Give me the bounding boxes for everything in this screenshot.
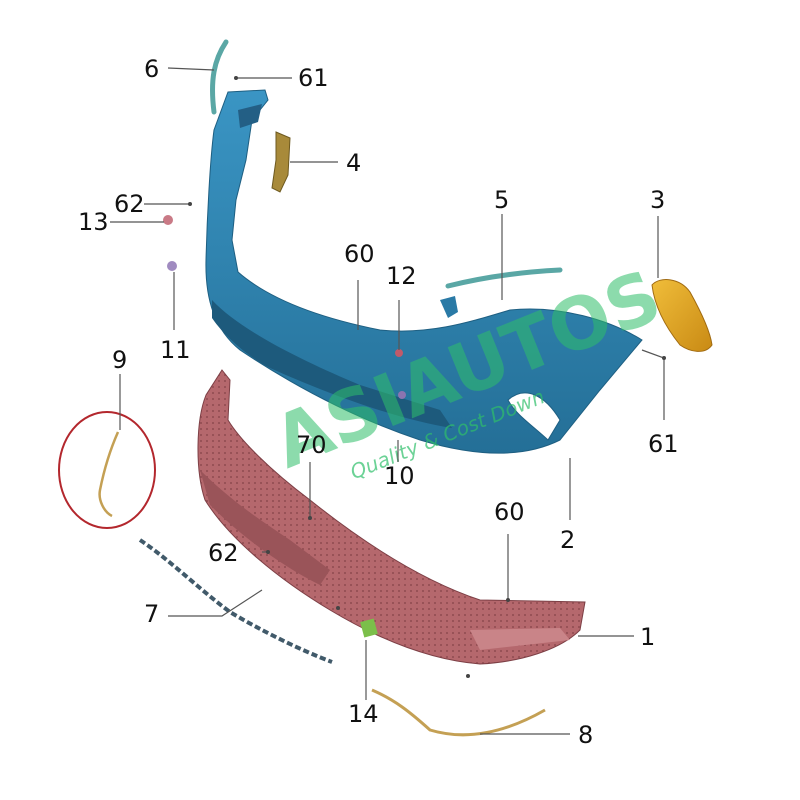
callout-62-upper: 62 [114,190,145,218]
callout-7: 7 [144,600,159,628]
clip-part-14 [360,618,378,638]
harness-part-9 [98,431,120,518]
upper-bumper-cover [205,89,643,454]
trim-strip-part-6 [210,39,229,115]
fastener-part-12 [395,349,403,357]
callout-labels: 1 2 3 4 5 6 7 8 9 10 11 12 13 14 60 60 6… [78,55,679,749]
trim-strip-part-5 [445,267,563,289]
fastener-part-11 [167,261,177,271]
callout-14: 14 [348,700,379,728]
callout-8: 8 [578,721,593,749]
callout-60-upper: 60 [344,240,375,268]
harness-part-8 [371,688,546,737]
fastener-part-10 [398,391,406,399]
leader-lines [110,67,665,735]
callout-3: 3 [650,186,665,214]
callout-9: 9 [112,346,127,374]
callout-4: 4 [346,149,361,177]
fastener-part-13 [163,215,173,225]
callout-60-lower: 60 [494,498,525,526]
callout-70: 70 [296,431,327,459]
callout-12: 12 [386,262,417,290]
callout-6: 6 [144,55,159,83]
leader-dots [188,76,666,678]
callout-13: 13 [78,208,109,236]
callout-61-right: 61 [648,430,679,458]
callout-10: 10 [384,462,415,490]
callout-5: 5 [494,186,509,214]
callout-1: 1 [640,623,655,651]
callout-61-upper: 61 [298,64,329,92]
callout-2: 2 [560,526,575,554]
bracket-part-3 [651,279,713,352]
callout-11: 11 [160,336,191,364]
highlight-circle [58,411,156,529]
bracket-part-4 [271,131,291,193]
callout-62-lower: 62 [208,539,239,567]
